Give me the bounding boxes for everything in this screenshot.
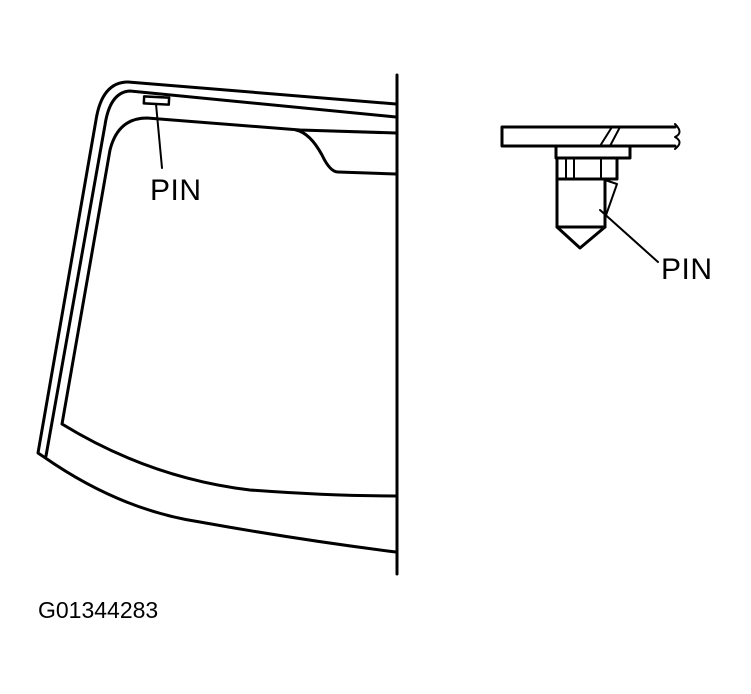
clip-pin-leader: [599, 209, 659, 263]
windshield-outer-edge: [36, 80, 398, 554]
ceramic-band-boundary: [60, 116, 398, 498]
mirror-bracket-notch: [294, 128, 398, 176]
clip-panel: [500, 125, 677, 148]
clip-panel-hatch: [599, 126, 621, 147]
clip-tip: [555, 225, 607, 250]
windshield-pin-label: PIN: [150, 174, 202, 207]
windshield-inner-edge: [44, 89, 398, 458]
clip-pin-wedge: [604, 179, 618, 219]
clip-body: [555, 177, 607, 229]
clip-collar: [555, 156, 619, 181]
clip-panel-break: [674, 123, 681, 150]
clip-pin-label: PIN: [661, 253, 713, 286]
clip-head: [554, 144, 632, 160]
windshield-pin-leader: [155, 103, 163, 169]
figure-id: G01344283: [38, 597, 159, 623]
